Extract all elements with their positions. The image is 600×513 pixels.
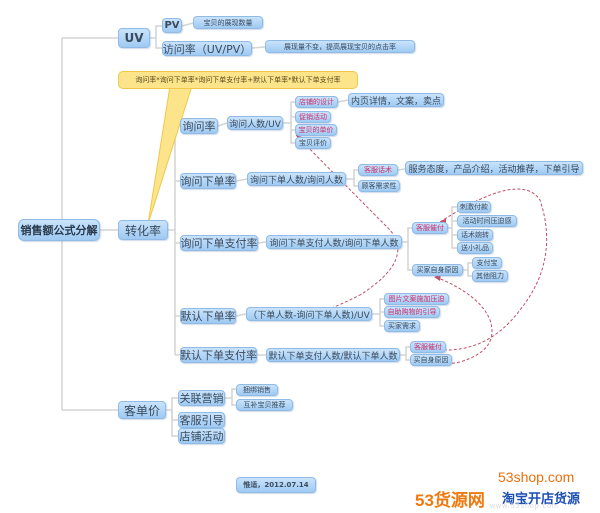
default-order-rate-node[interactable]: 默认下单率 <box>180 308 236 324</box>
inquiry-rate-formula[interactable]: 询问人数/UV <box>227 116 283 130</box>
factor-buyer-demand-label: 买家需求 <box>388 322 416 330</box>
factor-store-design[interactable]: 店铺的设计 <box>295 96 338 108</box>
conversion-node[interactable]: 转化率 <box>118 220 168 240</box>
factor-image-pressure-label: 图片文案施加压迫 <box>388 295 445 303</box>
cs-guidance-label: 客服引导 <box>179 414 224 427</box>
avg-price-label: 客单价 <box>123 403 160 418</box>
cs-guidance-node[interactable]: 客服引导 <box>178 412 225 428</box>
factor-cs-script[interactable]: 客服话术 <box>358 164 398 176</box>
visit-rate-label: 访问率（UV/PV） <box>162 42 252 56</box>
urge-item-tactful-label: 话术婉转 <box>461 231 489 239</box>
default-pay-rate-node[interactable]: 默认下单支付率 <box>180 347 257 363</box>
buyer-reason-alipay-label: 支付宝 <box>476 259 498 267</box>
urge-item-gift[interactable]: 送小礼品 <box>457 242 493 254</box>
factor-customer-need-label: 顾客需求性 <box>361 182 397 190</box>
factor-buyer-demand[interactable]: 买家需求 <box>384 320 420 332</box>
complementary-items-label: 互补宝贝推荐 <box>243 401 286 409</box>
author-date-text: 惟适，2012.07.14 <box>243 481 309 489</box>
default-pay-formula-text: 默认下单支付人数/默认下单人数 <box>268 351 398 362</box>
inquiry-rate-formula-text: 询问人数/UV <box>229 119 281 130</box>
store-design-note[interactable]: 内页详情，文案，卖点 <box>348 93 444 107</box>
callout-text: 询问率*询问下单率*询问下单支付率+默认下单率*默认下单支付率 <box>135 76 341 84</box>
urge-item-tactful[interactable]: 话术婉转 <box>457 229 493 241</box>
factor-default-cs-urge[interactable]: 客服催付 <box>410 341 446 353</box>
default-pay-rate-formula[interactable]: 默认下单支付人数/默认下单人数 <box>266 348 400 362</box>
inquiry-pay-formula-text: 询问下单支付人数/询问下单人数 <box>269 238 399 249</box>
bundle-sales[interactable]: 捆绑销售 <box>236 384 278 396</box>
factor-promotion[interactable]: 促销活动 <box>295 111 331 123</box>
avg-price-node[interactable]: 客单价 <box>118 401 166 419</box>
store-design-note-text: 内页详情，文案，卖点 <box>350 96 441 107</box>
inquiry-order-formula-text: 询问下单人数/询问人数 <box>249 175 344 186</box>
inquiry-pay-rate-node[interactable]: 询问下单支付率 <box>180 235 258 251</box>
factor-default-buyer-reason[interactable]: 买自身原因 <box>410 354 452 366</box>
pv-note-text: 宝贝的展现数量 <box>203 18 253 27</box>
factor-image-pressure[interactable]: 图片文案施加压迫 <box>384 293 449 305</box>
inquiry-pay-rate-label: 询问下单支付率 <box>180 237 258 250</box>
store-activity-label: 店铺活动 <box>179 430 224 443</box>
default-order-formula-text: （下单人数-询问下单人数)/UV <box>248 310 370 321</box>
watermark-slogan: 淘宝开店货源 <box>502 491 581 506</box>
buyer-reason-other[interactable]: 其他阻力 <box>472 270 508 282</box>
default-pay-rate-label: 默认下单支付率 <box>180 349 257 362</box>
factor-unit-price[interactable]: 宝贝的单价 <box>295 124 337 136</box>
factor-store-design-label: 店铺的设计 <box>299 98 334 106</box>
buyer-reason-alipay[interactable]: 支付宝 <box>472 257 502 269</box>
inquiry-order-rate-formula[interactable]: 询问下单人数/询问人数 <box>247 172 346 186</box>
store-activity-node[interactable]: 店铺活动 <box>178 428 225 444</box>
factor-self-service-guide[interactable]: 自助购物的引导 <box>384 306 440 318</box>
cs-script-note-text: 服务态度，产品介绍，活动推荐，下单引导 <box>408 164 580 175</box>
watermark-brand: 53货源网 <box>415 491 485 510</box>
bundle-sales-label: 捆绑销售 <box>243 386 271 394</box>
urge-item-time-pressure-label: 活动时间压迫感 <box>462 217 512 225</box>
factor-reviews[interactable]: 宝贝评价 <box>295 137 331 149</box>
urge-item-time-pressure[interactable]: 活动时间压迫感 <box>457 215 517 227</box>
factor-self-service-guide-label: 自助购物的引导 <box>387 308 437 316</box>
pv-note[interactable]: 宝贝的展现数量 <box>193 16 263 29</box>
factor-promotion-label: 促销活动 <box>299 113 327 121</box>
author-date-badge: 惟适，2012.07.14 <box>236 477 316 493</box>
factor-cs-script-label: 客服话术 <box>364 166 392 174</box>
pv-label: PV <box>164 20 180 31</box>
default-order-rate-formula[interactable]: （下单人数-询问下单人数)/UV <box>246 307 372 321</box>
root-node[interactable]: 销售额公式分解 <box>18 219 100 241</box>
watermark-url: 53shop.com <box>498 469 575 485</box>
inquiry-rate-node[interactable]: 询问率 <box>180 118 218 134</box>
inquiry-pay-rate-formula[interactable]: 询问下单支付人数/询问下单人数 <box>266 235 402 249</box>
visit-rate-note[interactable]: 展现量不变，提高展现宝贝的点击率 <box>265 40 415 53</box>
inquiry-order-rate-node[interactable]: 询问下单率 <box>180 173 236 189</box>
related-marketing-label: 关联营销 <box>179 392 224 405</box>
factor-reviews-label: 宝贝评价 <box>299 139 327 147</box>
factor-buyer-reason[interactable]: 买家自身原因 <box>412 264 463 276</box>
callout-tail <box>147 85 193 225</box>
cs-script-note[interactable]: 服务态度，产品介绍，活动推荐，下单引导 <box>405 161 583 175</box>
related-marketing-node[interactable]: 关联营销 <box>178 390 225 406</box>
visit-rate-node[interactable]: 访问率（UV/PV） <box>162 41 252 56</box>
factor-cs-urge-pay[interactable]: 客服催付 <box>412 222 448 234</box>
inquiry-order-rate-label: 询问下单率 <box>180 175 236 188</box>
root-label: 销售额公式分解 <box>20 224 98 237</box>
factor-customer-need[interactable]: 顾客需求性 <box>358 180 400 192</box>
default-order-rate-label: 默认下单率 <box>180 310 236 323</box>
visit-rate-note-text: 展现量不变，提高展现宝贝的点击率 <box>284 42 396 51</box>
factor-buyer-reason-label: 买家自身原因 <box>416 266 459 274</box>
factor-unit-price-label: 宝贝的单价 <box>298 126 334 134</box>
buyer-reason-other-label: 其他阻力 <box>476 272 504 280</box>
urge-item-stimulate[interactable]: 刺激付款 <box>457 201 491 213</box>
urge-item-stimulate-label: 刺激付款 <box>460 203 488 211</box>
factor-default-cs-urge-label: 客服催付 <box>414 343 442 351</box>
inquiry-rate-label: 询问率 <box>182 120 216 133</box>
uv-label: UV <box>124 31 144 45</box>
pv-node[interactable]: PV <box>162 18 182 33</box>
factor-default-buyer-reason-label: 买自身原因 <box>413 356 449 364</box>
conversion-label: 转化率 <box>124 223 161 238</box>
complementary-items[interactable]: 互补宝贝推荐 <box>236 399 293 411</box>
watermark-mark: www.53shop.com <box>490 503 559 510</box>
factor-cs-urge-pay-label: 客服催付 <box>416 224 444 232</box>
urge-item-gift-label: 送小礼品 <box>461 244 489 252</box>
uv-node[interactable]: UV <box>118 28 150 48</box>
conversion-formula-callout: 询问率*询问下单率*询问下单支付率+默认下单率*默认下单支付率 <box>118 71 358 89</box>
